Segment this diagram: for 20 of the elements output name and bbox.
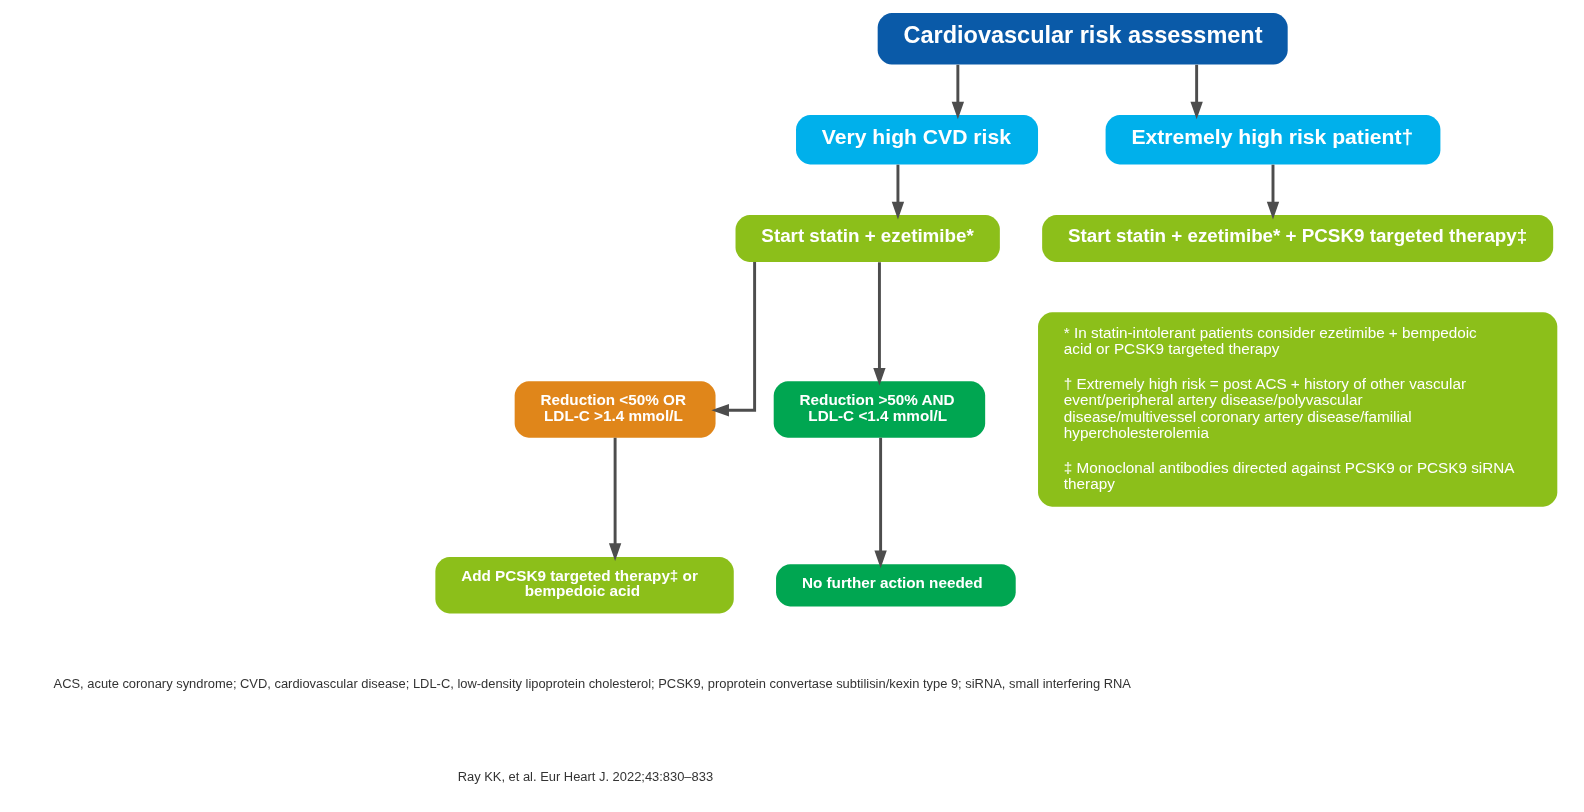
node-box: Very high CVD risk bbox=[795, 115, 1038, 165]
node-box: Cardiovascular risk assessment bbox=[877, 12, 1288, 65]
node-box: Start statin + ezetimibe* + PCSK9 targeted therapy‡ bbox=[1041, 215, 1553, 262]
arrow bbox=[608, 437, 621, 561]
arrow bbox=[891, 164, 904, 220]
node-box: No further action needed bbox=[775, 564, 1016, 607]
node-box: * In statin-intolerant patients consider ezetimibe + bempedoic acid or PCSK9 targeted therapy † Extremely high risk = post ACS + history of other vascular event/peripheral artery disease/polyvascular disease/multivessel coronary artery disease/familial hypercholesterolemia ‡ Monoclonal antibodies directed against PCSK9 or PCSK9 siRNA therapy bbox=[1037, 312, 1557, 507]
node-box: Extremely high risk patient† bbox=[1105, 115, 1440, 165]
arrow bbox=[872, 262, 886, 386]
arrow bbox=[951, 64, 964, 120]
arrow bbox=[1189, 64, 1203, 120]
label: Ray KK, et al. Eur Heart J. 2022;43:830–833 bbox=[457, 769, 713, 785]
node-box: Reduction <50% OR LDL-C >1.4 mmol/L bbox=[514, 381, 716, 438]
arrow bbox=[710, 262, 756, 417]
node-box: Reduction >50% AND LDL-C <1.4 mmol/L bbox=[773, 381, 985, 438]
label: ACS, acute coronary syndrome; CVD, cardiovascular disease; LDL-C, low-density lipoprotein cholesterol; PCSK9, proprotein convertase subtilisin/kexin type 9; siRNA, small interfering RNA bbox=[53, 676, 1131, 692]
arrow bbox=[1266, 164, 1279, 220]
node-box: Add PCSK9 targeted therapy‡ or bempedoic acid bbox=[434, 557, 734, 614]
node-box: Start statin + ezetimibe* bbox=[735, 215, 1000, 262]
arrow bbox=[873, 437, 887, 569]
